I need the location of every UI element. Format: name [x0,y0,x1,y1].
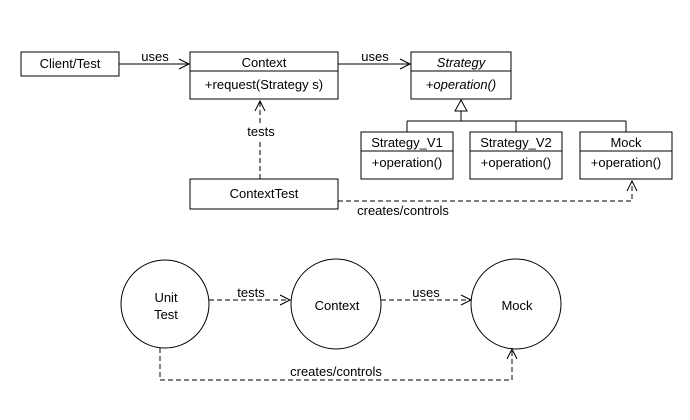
client-uses-label: uses [141,49,169,64]
strategy-v2-name: Strategy_V2 [480,135,552,150]
context-class-method: +request(Strategy s) [205,77,323,92]
flow-creates-controls-label: creates/controls [290,364,382,379]
inheritance-connector [406,98,627,132]
flow-tests-arrow: tests [209,285,292,306]
unit-test-node: Unit Test [120,259,210,349]
mock-class-name: Mock [610,135,642,150]
context-uses-strategy-arrow: uses [338,49,412,70]
unit-test-label-line2: Test [154,307,178,322]
context-test-name: ContextTest [230,186,299,201]
context-test-controls-mock-arrow: creates/controls [338,179,638,218]
context-node: Context [290,258,382,350]
strategy-interface-method: +operation() [426,77,496,92]
mock-class: Mock +operation() [579,131,673,180]
context-class: Context +request(Strategy s) [189,51,339,100]
context-uses-label: uses [361,49,389,64]
tests-label: tests [247,124,275,139]
class-creates-controls-label: creates/controls [357,203,449,218]
strategy-v1-method: +operation() [372,155,442,170]
strategy-v2-class: Strategy_V2 +operation() [469,131,563,180]
client-uses-context-arrow: uses [119,49,191,70]
client-test-label: Client/Test [40,56,101,71]
mock-node-label: Mock [501,298,533,313]
strategy-v1-class: Strategy_V1 +operation() [360,131,454,180]
inheritance-triangle-icon [454,98,468,112]
flow-uses-arrow: uses [381,285,473,306]
mock-node: Mock [470,258,562,350]
flow-tests-label: tests [237,285,265,300]
strategy-interface: Strategy +operation() [410,51,512,100]
strategy-v1-name: Strategy_V1 [371,135,443,150]
client-test-class: Client/Test [20,51,120,77]
mock-class-method: +operation() [591,155,661,170]
flow-creates-controls-arrow: creates/controls [159,347,518,381]
strategy-v2-method: +operation() [481,155,551,170]
context-test-class: ContextTest [189,178,339,210]
strategy-interface-name: Strategy [437,55,487,70]
unit-test-label-line1: Unit [154,290,178,305]
context-class-name: Context [242,55,287,70]
context-node-label: Context [315,298,360,313]
flow-uses-label: uses [412,285,440,300]
context-test-tests-arrow: tests [244,99,278,179]
